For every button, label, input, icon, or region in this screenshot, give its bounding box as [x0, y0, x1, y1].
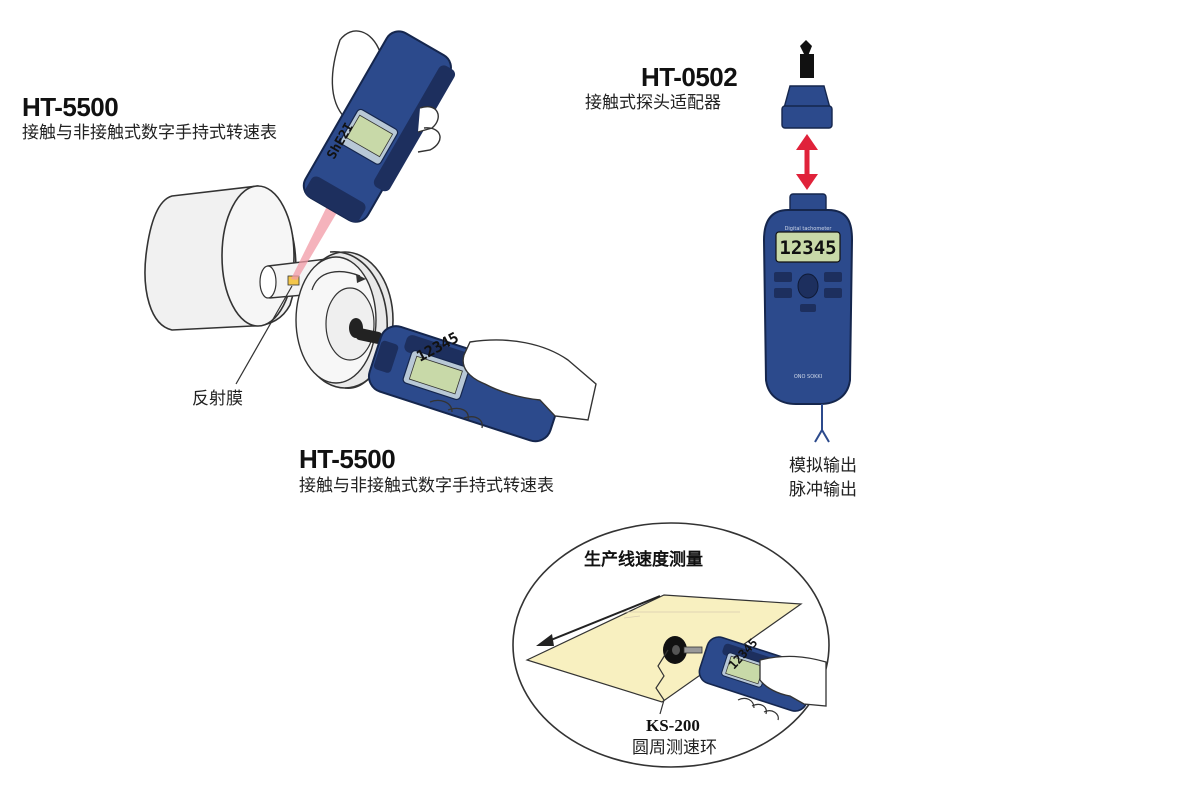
- svg-text:ONO SOKKI: ONO SOKKI: [794, 374, 822, 380]
- adapter-desc-label: 接触式探头适配器: [585, 93, 721, 113]
- reflective-film-leader: [235, 285, 293, 385]
- bottom-desc-label: 接触与非接触式数字手持式转速表: [299, 476, 554, 496]
- attach-arrow: [796, 134, 818, 190]
- ks200-desc-label: 圆周测速环: [632, 738, 717, 758]
- line-speed-title: 生产线速度测量: [584, 550, 703, 570]
- adapter-model-label: HT-0502: [641, 62, 738, 92]
- motor-cylinder: [144, 185, 297, 331]
- top-left-model-label: HT-5500: [22, 92, 119, 122]
- output-cable: [814, 404, 830, 443]
- top-left-desc-label: 接触与非接触式数字手持式转速表: [22, 123, 277, 143]
- top-tachometer: ShE2I: [302, 30, 456, 223]
- bottom-model-label: HT-5500: [299, 444, 396, 474]
- pulse-output-label: 脉冲输出: [789, 480, 857, 500]
- line-speed-panel: 12345: [512, 522, 830, 768]
- reflective-film-label: 反射膜: [192, 389, 243, 409]
- contact-tachometer: 12345: [355, 325, 597, 443]
- front-tachometer: Digital tachometer 12345 ONO SOKKI: [762, 193, 854, 405]
- ks200-model-label: KS-200: [646, 716, 700, 735]
- adapter-probe: [781, 40, 833, 129]
- wheel: [295, 251, 394, 389]
- svg-text:Digital tachometer: Digital tachometer: [785, 226, 833, 232]
- front-device-lcd: 12345: [779, 237, 836, 259]
- analog-output-label: 模拟输出: [789, 456, 857, 476]
